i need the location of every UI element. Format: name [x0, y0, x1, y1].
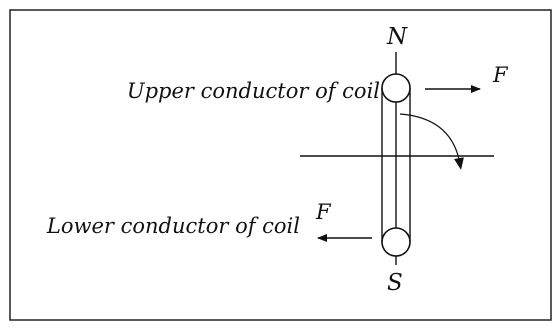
north-pole-label: N — [386, 24, 408, 50]
lower-conductor-label: Lower conductor of coil — [46, 214, 300, 238]
upper-conductor-label: Upper conductor of coil — [127, 79, 380, 103]
south-pole-label: S — [387, 270, 403, 296]
force-label-upper: F — [492, 63, 509, 87]
figure-frame — [9, 9, 552, 321]
force-label-lower: F — [315, 200, 332, 224]
upper-conductor — [381, 73, 411, 103]
lower-conductor — [381, 227, 411, 257]
rotation-arrow — [399, 113, 464, 170]
